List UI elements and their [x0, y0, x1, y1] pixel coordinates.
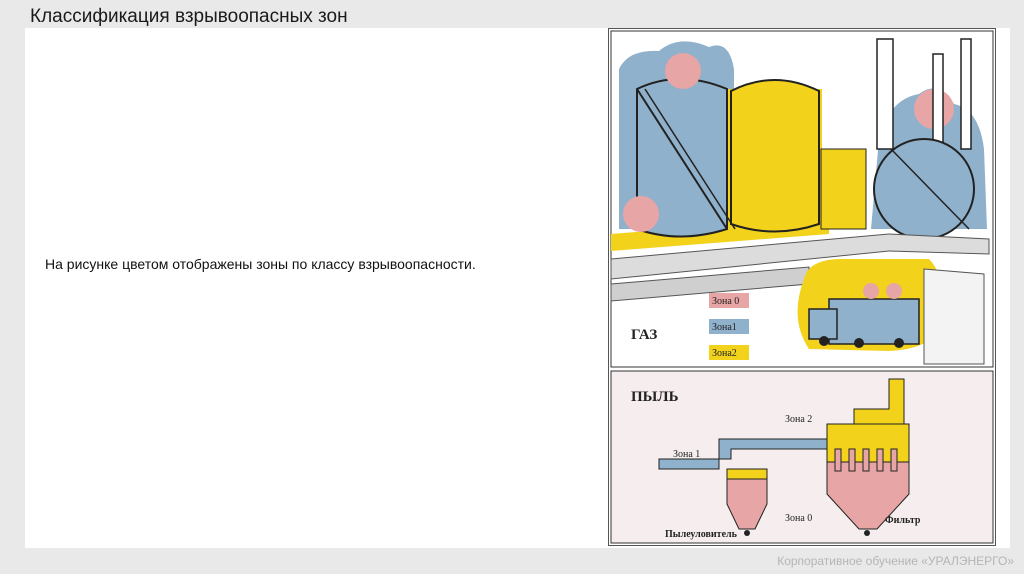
storage-tank-middle — [730, 79, 820, 233]
gas-panel: ГАЗ Зона 0 Зона1 Зона2 — [610, 30, 994, 368]
dust-panel: ПЫЛЬ — [610, 370, 994, 544]
gas-heading: ГАЗ — [631, 327, 657, 343]
legend-swatch-zone1 — [709, 319, 749, 334]
legend-swatch-zone0 — [709, 293, 749, 308]
legend-label-zone0: Зона 0 — [712, 296, 739, 307]
dust-filter — [826, 423, 910, 536]
dust-label-zone2: Зона 2 — [785, 414, 812, 425]
dust-label-collector: Пылеуловитель — [665, 529, 738, 540]
dust-label-zone1: Зона 1 — [673, 449, 700, 460]
dust-label-filter: Фильтр — [885, 515, 921, 526]
storage-tank-left — [636, 78, 736, 238]
dust-label-zone0: Зона 0 — [785, 513, 812, 524]
slide-footer: Корпоративное обучение «УРАЛЭНЕРГО» — [777, 554, 1014, 568]
slide-content: На рисунке цветом отображены зоны по кла… — [25, 28, 1010, 548]
legend-label-zone1: Зона1 — [712, 322, 737, 333]
dust-collector — [726, 468, 768, 536]
hazard-zones-figure: ГАЗ Зона 0 Зона1 Зона2 ПЫЛЬ — [608, 28, 996, 546]
gas-legend: Зона 0 Зона1 Зона2 — [709, 293, 749, 360]
legend-swatch-zone2 — [709, 345, 749, 360]
dust-heading: ПЫЛЬ — [631, 389, 679, 405]
slide-description: На рисунке цветом отображены зоны по кла… — [45, 256, 476, 272]
legend-label-zone2: Зона2 — [712, 348, 737, 359]
zones-illustration: ГАЗ Зона 0 Зона1 Зона2 ПЫЛЬ — [610, 30, 994, 544]
slide-title: Классификация взрывоопасных зон — [30, 6, 348, 27]
